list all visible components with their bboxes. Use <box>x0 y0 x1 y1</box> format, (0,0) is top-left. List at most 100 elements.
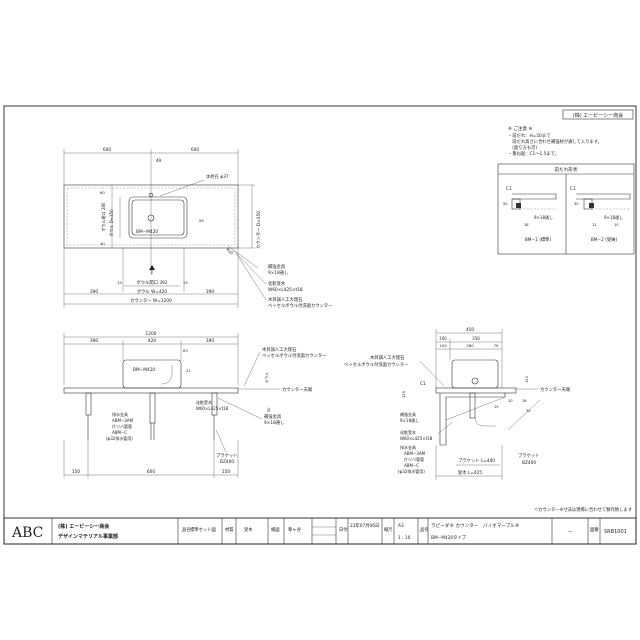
plan-faucet-hole-icon <box>148 192 154 198</box>
titleblock-size: A3 <box>398 523 404 529</box>
front-bowl <box>122 359 182 389</box>
plan-faucet-leader <box>159 179 205 197</box>
plan-counter-top <box>63 184 239 249</box>
titleblock-check-label: 検図 <box>271 526 280 533</box>
side-uke: 受木 L=425 <box>458 469 482 476</box>
plan-dim-600-r: 600 <box>191 147 199 153</box>
side-dim-120: 120 <box>525 375 529 383</box>
detail-left-d18: 18 <box>524 223 529 227</box>
plan-dim-95: 95 <box>199 218 204 223</box>
plan-leader-kesho <box>232 249 267 285</box>
header-tag-box <box>562 109 634 120</box>
plan-dim-40: 40 <box>100 241 105 246</box>
side-bracket-brace <box>445 396 506 421</box>
front-hokyou2: 9×18通し <box>264 419 284 426</box>
detail-title: 前だれ形状 <box>555 166 578 173</box>
front-leader-bracket <box>215 429 227 453</box>
side-dim-50: 50 <box>526 409 531 413</box>
front-counter-slab <box>63 387 239 394</box>
detail-right-top <box>576 193 631 200</box>
front-haisui: 排水金具 <box>112 411 128 417</box>
side-mokuzai: 木目調人工大理石 <box>370 354 405 361</box>
side-dim-10: 10 <box>508 399 513 403</box>
titleblock-dash: − <box>568 529 572 535</box>
plan-mokuzai2: ベッセルボウル付洗面カウンター <box>268 302 332 309</box>
plan-bowl-label: BM−M420 <box>136 229 158 235</box>
front-dim-140: ボウル <box>264 372 269 383</box>
plan-counter-w: カウンター W=1200 <box>130 297 172 304</box>
front-haisui5: (φ32排水管用) <box>106 435 133 441</box>
titleblock-name-label: 品名 <box>420 526 429 533</box>
front-bracket: ブラケット <box>216 452 237 459</box>
side-leader-mokuzai <box>419 360 445 387</box>
front-bracket-right <box>211 392 218 416</box>
plan-dim-60: 60 <box>100 190 105 195</box>
detail-left-label: BM−1 (標準) <box>525 236 552 243</box>
detail-left-d50: 50 <box>503 202 508 206</box>
plan-hokyou2: 9×18通し <box>268 269 288 276</box>
plan-view: 600 600 49 水栓孔 φ37 BM−M420 ボウル開口 280 ボウル… <box>63 147 332 309</box>
plan-bowl-depth: ボウル開口 280 <box>100 202 106 231</box>
side-diagonal-dim <box>507 399 541 431</box>
titleblock-type: BM−M420タイプ <box>431 534 467 541</box>
front-bracket-left <box>85 392 92 416</box>
titleblock-logo: ABC <box>11 525 43 541</box>
side-bracket-v2: BZ400 <box>522 460 536 466</box>
titleblock-name: ラピーダ® カウンター バイオマーブル® <box>431 522 519 529</box>
footnote: ＜カウンター※寸法は現場に合わせて製作致します <box>534 506 632 513</box>
notes-block: ※ ご注意 ※ ・前だれ：H=50まで 前だれ高さに合わせ補強材が通して入ります… <box>508 125 602 157</box>
front-bracket2: BZ400 <box>220 459 234 465</box>
side-dim-350: 350 <box>472 336 480 341</box>
plan-mokuzai: 木目調人工大理石 <box>268 296 303 303</box>
plan-direction-arrow-icon <box>149 265 155 270</box>
titleblock-kind: 標準セット図 <box>190 526 216 533</box>
front-haisui2: ABM−3AM <box>112 418 134 423</box>
front-dim-600: 600 <box>147 469 155 475</box>
side-kesho2: W60×L425×t18 <box>400 436 433 441</box>
titleblock-size-label: 縮尺 <box>384 526 393 533</box>
detail-right-label: BM−2 (受納) <box>591 236 618 243</box>
front-dim-150-r: 150 <box>222 469 230 475</box>
plan-bowl-w: ボウル W=420 <box>137 288 168 295</box>
plan-counter-inner <box>66 187 236 246</box>
notes-line-3: (面り方も可) <box>508 144 537 151</box>
titleblock-company1: (株) エービーシー商会 <box>58 523 109 530</box>
detail-right-d10: 10 <box>614 223 619 227</box>
front-dim-50: 50 <box>267 407 271 412</box>
side-haisui3: 片ツバ管管 <box>404 456 424 462</box>
notes-line-1: ・前だれ：H=50まで <box>508 132 550 139</box>
plan-dim-390-r: 390 <box>206 289 214 295</box>
side-drain-trap <box>474 417 496 427</box>
front-leader-mokuzai <box>243 351 261 387</box>
titleblock-mat: 受木 <box>244 526 253 533</box>
side-kesho: 化粧受木 <box>400 429 416 435</box>
plan-dim-15b: 15 <box>183 280 188 285</box>
title-block: ABC (株) エービーシー商会 デザインマテリアル事業部 品名 標準セット図 … <box>3 517 637 545</box>
side-dim2-100: 100 <box>439 343 447 348</box>
titleblock-person: 尊ヶ谷 <box>288 526 302 533</box>
plan-dim-600-l: 600 <box>103 147 111 153</box>
front-leader-hokyou <box>217 397 263 420</box>
detail-left-c1: C1 <box>506 186 512 192</box>
titleblock-kind-label: 品名 <box>182 526 191 533</box>
side-bracket: ブラケット L=400 <box>458 457 495 464</box>
side-dim2-280: 280 <box>466 343 474 348</box>
side-haisui4: ABM−C <box>404 463 419 468</box>
side-haisui5: (φ32排水管用) <box>398 468 425 474</box>
side-dim2-70: 70 <box>494 343 499 348</box>
titleblock-no-label: 図番 <box>590 526 599 533</box>
side-hokyou2: 9×18通し <box>400 417 419 423</box>
header-company-tag: (株) エービーシー商会 <box>573 112 623 119</box>
side-haisui: 排水金具 <box>400 444 416 450</box>
side-dim-18: 18 <box>522 399 527 403</box>
front-dim-420: 420 <box>148 338 156 344</box>
front-dim-390-r: 390 <box>206 338 214 344</box>
detail-right-pass: 9×18通し <box>604 214 623 220</box>
titleblock-date-label: 日付 <box>339 526 348 533</box>
plan-kesho: 化粧受木 <box>268 280 286 287</box>
plan-bowl-open: ボウル開口 392 <box>136 279 167 286</box>
front-kesho2: W60×L425×t18 <box>196 406 229 411</box>
side-bracket <box>439 393 506 446</box>
front-dim-63: 63 <box>183 348 188 353</box>
